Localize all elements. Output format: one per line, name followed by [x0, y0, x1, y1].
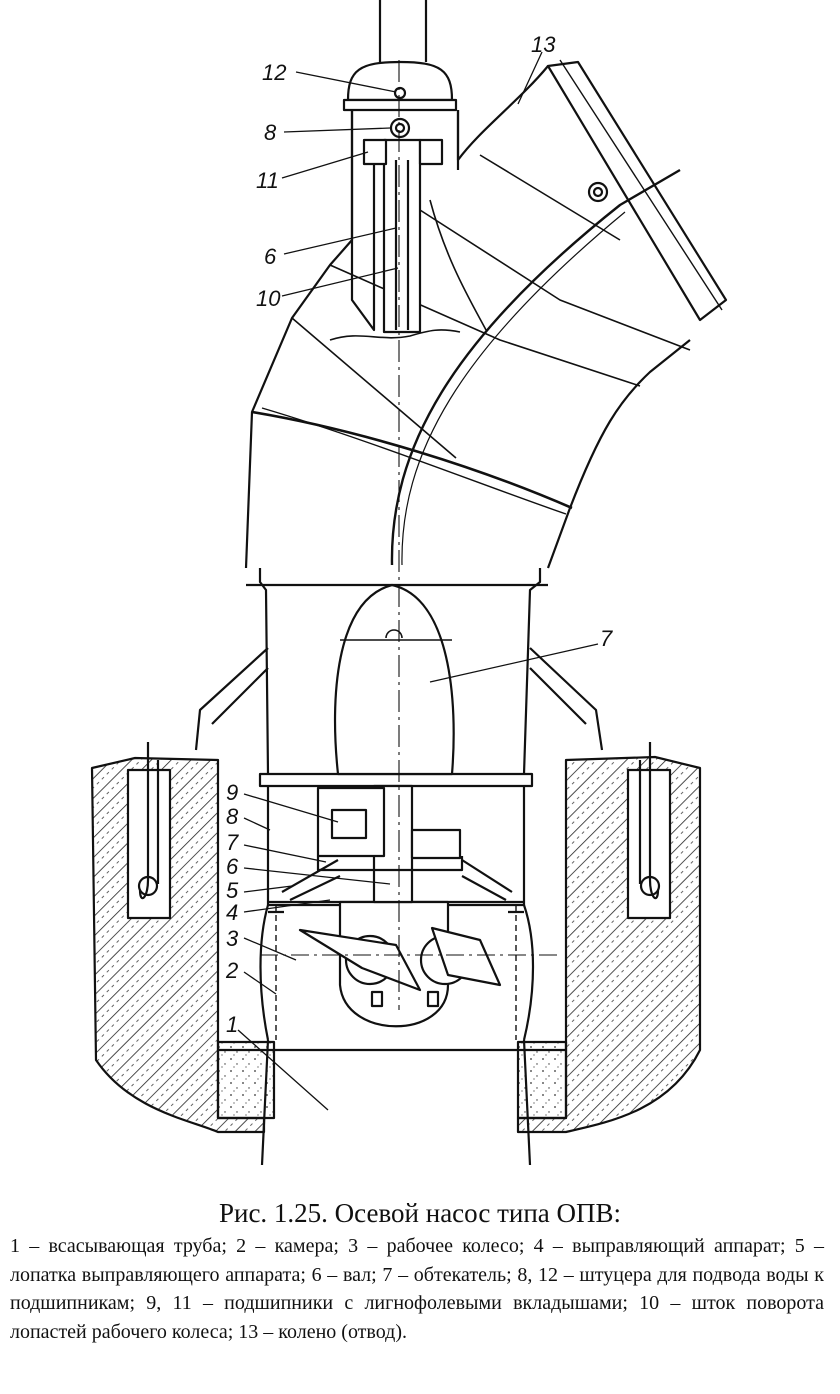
stay-right [529, 647, 604, 751]
impeller-blade-right [430, 926, 502, 987]
upper-shaft [382, 138, 422, 334]
guide-vane-left [281, 859, 341, 901]
main-flange [258, 772, 534, 788]
caption-title: Рис. 1.25. Осевой насос типа ОПВ: [218, 1198, 622, 1228]
label-9: 9 [226, 780, 238, 805]
label-2: 2 [225, 958, 238, 983]
base-plate-left [216, 1040, 276, 1120]
label-10: 10 [256, 286, 281, 311]
fairing [333, 583, 455, 776]
anchor-bolt-right [638, 742, 660, 900]
label-13: 13 [531, 32, 556, 57]
label-7-low: 7 [226, 830, 239, 855]
figure-caption: Рис. 1.25. Осевой насос типа ОПВ: 1 – вс… [0, 1196, 840, 1346]
caption-body: 1 – всасывающая труба; 2 – камера; 3 – р… [10, 1235, 824, 1343]
anchor-bolt-left [138, 742, 160, 900]
label-1: 1 [226, 1012, 238, 1037]
tie-rod [390, 168, 681, 566]
suction-pipe [260, 1039, 532, 1166]
guide-vane-right [461, 859, 513, 901]
label-6-low: 6 [226, 854, 239, 879]
lower-bearing-housing [316, 786, 386, 858]
top-cap [346, 60, 454, 102]
label-6-top: 6 [264, 244, 277, 269]
fitting-12 [393, 86, 407, 100]
elbow-outlet [546, 60, 728, 322]
elbow-left-wall-upper [456, 65, 549, 162]
label-5: 5 [226, 878, 239, 903]
stay-left [194, 647, 269, 751]
upper-bearing-column [350, 110, 460, 332]
label-3: 3 [226, 926, 239, 951]
impeller-blade-left [298, 928, 422, 992]
pump-diagram: 13 12 8 11 6 10 7 9 8 7 6 5 4 3 2 1 [90, 0, 728, 1166]
elbow-inner-right [546, 339, 691, 569]
manhole [587, 181, 609, 203]
fitting-8-top [389, 117, 411, 139]
label-12: 12 [262, 60, 286, 85]
label-8-top: 8 [264, 120, 277, 145]
label-4: 4 [226, 900, 238, 925]
blade-rod [394, 160, 410, 330]
label-8-low: 8 [226, 804, 239, 829]
label-7-top: 7 [600, 626, 613, 651]
upper-bearing [362, 138, 388, 166]
top-shaft [378, 0, 428, 62]
chamber [259, 904, 535, 1041]
label-11: 11 [256, 168, 279, 193]
